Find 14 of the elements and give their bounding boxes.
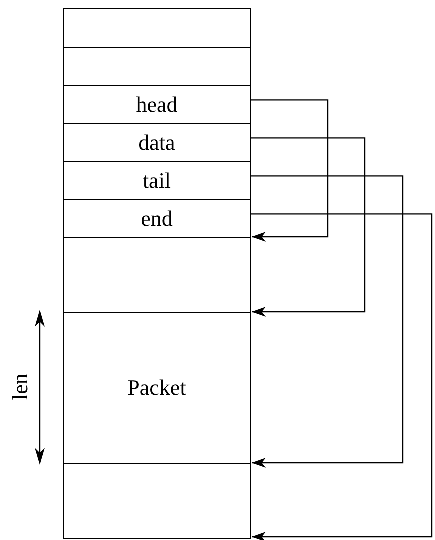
pointer-field: head: [63, 85, 251, 124]
pointer-field: tail: [63, 161, 251, 200]
empty-field-box: [63, 47, 251, 86]
arrow: [251, 138, 366, 317]
empty-field-box: [63, 8, 251, 48]
arrow: [251, 214, 433, 540]
packet-region: Packet: [63, 312, 251, 464]
arrow: [251, 176, 404, 468]
pointer-field: data: [63, 123, 251, 162]
pointer-field: end: [63, 199, 251, 238]
empty-field-box: [63, 463, 251, 539]
empty-field-box: [63, 237, 251, 313]
arrow: [251, 100, 329, 242]
dimension-label: len: [9, 374, 32, 400]
